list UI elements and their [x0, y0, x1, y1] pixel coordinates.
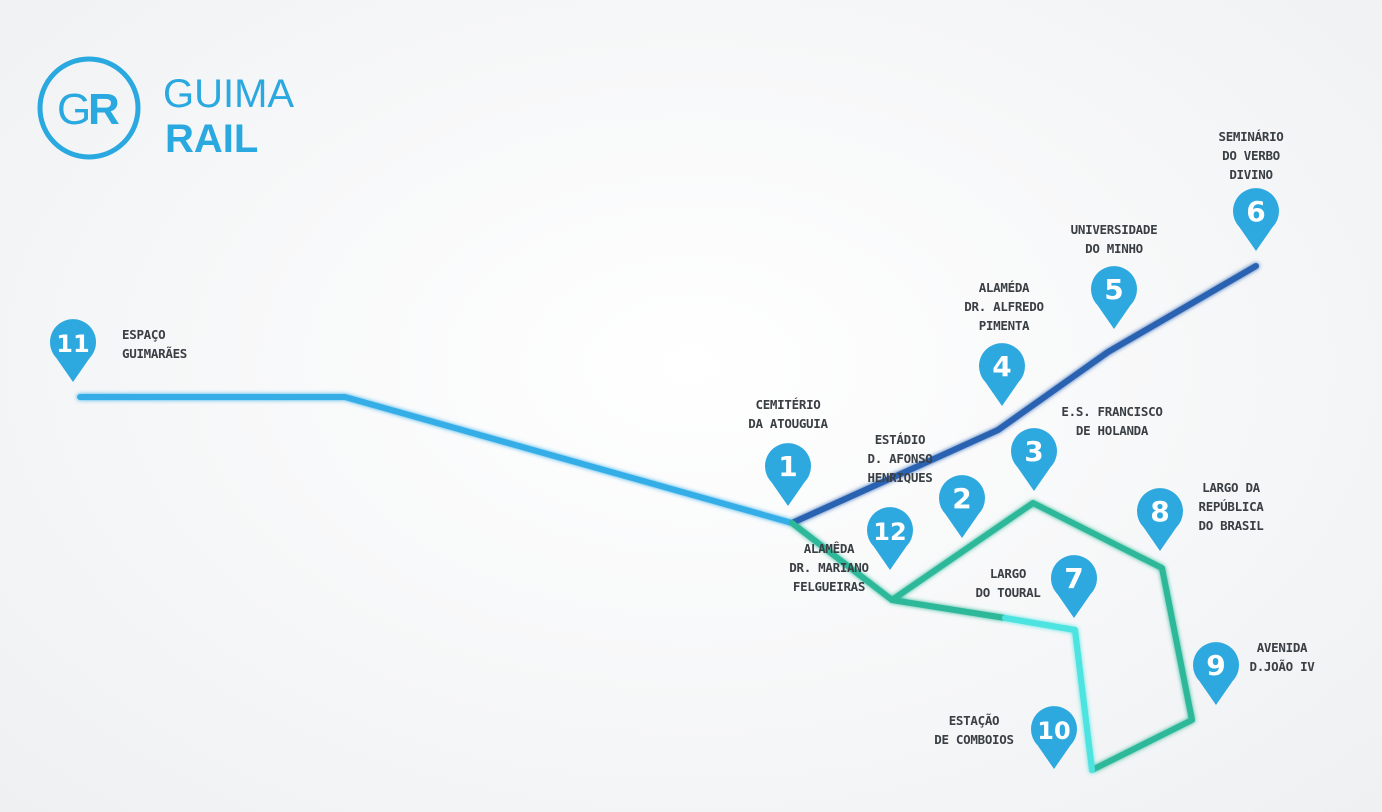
pin-marker-icon	[1233, 188, 1280, 251]
pin-marker-icon	[979, 343, 1025, 406]
station-number: 6	[1246, 195, 1265, 228]
station-label-11: ESPAÇO GUIMARÃES	[122, 327, 187, 361]
pin-marker-icon	[49, 319, 96, 382]
station-label-3: E.S. FRANCISCO DE HOLANDA	[1061, 404, 1162, 438]
station-label-line: ALAMÊDA	[804, 541, 855, 556]
station-labels: CEMITÉRIO DA ATOUGUIA ESTÁDIO D. AFONSO HENR…	[122, 129, 1316, 747]
routes	[77, 263, 1259, 773]
station-label-line: FELGUEIRAS	[793, 579, 865, 594]
station-label-line: CEMITÉRIO	[755, 397, 820, 412]
route-green-loop	[789, 500, 1195, 773]
station-label-7: LARGO DO TOURAL	[975, 566, 1041, 600]
station-label-line: DO MINHO	[1085, 241, 1143, 256]
logo-monogram-g: G	[57, 85, 91, 134]
station-label-line: HENRIQUES	[867, 470, 932, 485]
pin-marker-icon	[1193, 642, 1239, 705]
station-label-line: PIMENTA	[979, 318, 1030, 333]
station-label-1: CEMITÉRIO DA ATOUGUIA	[748, 397, 828, 431]
station-number: 10	[1037, 717, 1070, 745]
pin-marker-icon	[1137, 488, 1183, 551]
station-label-line: DIVINO	[1229, 167, 1272, 182]
pin-marker-icon	[765, 443, 812, 506]
station-label-8: LARGO DA REPÚBLICA DO BRASIL	[1198, 480, 1264, 533]
station-label-12: ALAMÊDA DR. MARIANO FELGUEIRAS	[789, 541, 868, 594]
station-number: 7	[1064, 562, 1083, 595]
station-label-line: DR. ALFREDO	[964, 299, 1043, 314]
pin-marker-icon	[1091, 266, 1137, 329]
pin-marker-icon	[1031, 706, 1077, 769]
pin-marker-icon	[1051, 555, 1097, 618]
station-label-4: ALAMÉDA DR. ALFREDO PIMENTA	[964, 280, 1043, 333]
pin-marker-icon	[867, 507, 914, 570]
station-label-10: ESTAÇÃO DE COMBOIOS	[934, 713, 1013, 747]
station-label-line: ESPAÇO	[122, 327, 165, 342]
logo-ring	[37, 56, 141, 160]
station-label-line: AVENIDA	[1257, 640, 1308, 655]
station-label-line: ESTÁDIO	[875, 432, 926, 447]
station-label-line: D.JOÃO IV	[1249, 659, 1315, 674]
station-number: 3	[1024, 435, 1043, 468]
logo-name-line2: RAIL	[165, 117, 258, 161]
station-pin-1[interactable]: 1	[765, 443, 812, 506]
station-number: 12	[873, 518, 906, 546]
station-number: 4	[992, 350, 1011, 383]
station-label-line: UNIVERSIDADE	[1071, 222, 1158, 237]
station-label-line: LARGO	[990, 566, 1026, 581]
station-label-line: DA ATOUGUIA	[748, 416, 828, 431]
station-pin-8[interactable]: 8	[1137, 488, 1183, 551]
station-label-line: DE HOLANDA	[1076, 423, 1149, 438]
station-label-line: E.S. FRANCISCO	[1061, 404, 1162, 419]
station-pin-10[interactable]: 10	[1031, 706, 1077, 769]
station-label-line: DR. MARIANO	[789, 560, 868, 575]
station-label-5: UNIVERSIDADE DO MINHO	[1071, 222, 1158, 256]
station-number: 11	[56, 330, 89, 358]
station-number: 9	[1206, 649, 1225, 682]
station-label-line: SEMINÁRIO	[1218, 129, 1283, 144]
station-label-line: LARGO DA	[1202, 480, 1261, 495]
station-label-line: REPÚBLICA	[1198, 499, 1264, 514]
station-number: 1	[778, 450, 797, 483]
brand-logo: G R GUIMA RAIL	[37, 56, 294, 161]
station-pin-11[interactable]: 11	[49, 319, 96, 382]
route-green-to-cyan	[889, 597, 1008, 621]
station-pin-4[interactable]: 4	[979, 343, 1025, 406]
station-pin-12[interactable]: 12	[867, 507, 914, 570]
station-label-line: DO TOURAL	[975, 585, 1041, 600]
station-pin-9[interactable]: 9	[1193, 642, 1239, 705]
station-pin-7[interactable]: 7	[1051, 555, 1097, 618]
station-label-line: GUIMARÃES	[122, 346, 187, 361]
logo-name-line1: GUIMA	[163, 72, 294, 116]
station-label-6: SEMINÁRIO DO VERBO DIVINO	[1218, 129, 1283, 182]
station-label-9: AVENIDA D.JOÃO IV	[1249, 640, 1315, 674]
station-label-line: DO VERBO	[1222, 148, 1280, 163]
station-label-line: DO BRASIL	[1198, 518, 1264, 533]
logo-monogram-r: R	[88, 85, 120, 134]
route-dark-blue	[789, 263, 1259, 526]
pin-marker-icon	[1011, 428, 1058, 491]
station-pin-6[interactable]: 6	[1233, 188, 1280, 251]
station-label-2: ESTÁDIO D. AFONSO HENRIQUES	[867, 432, 932, 485]
route-light-blue	[77, 394, 795, 526]
station-label-line: DE COMBOIOS	[934, 732, 1013, 747]
station-number: 8	[1150, 495, 1169, 528]
station-pin-5[interactable]: 5	[1091, 266, 1137, 329]
pin-marker-icon	[939, 475, 986, 538]
station-label-line: D. AFONSO	[867, 451, 932, 466]
station-number: 5	[1104, 273, 1123, 306]
station-number: 2	[952, 482, 971, 515]
station-pin-3[interactable]: 3	[1011, 428, 1058, 491]
station-label-line: ESTAÇÃO	[949, 713, 1000, 728]
station-pin-2[interactable]: 2	[939, 475, 986, 538]
station-label-line: ALAMÉDA	[979, 280, 1030, 295]
route-cyan	[1002, 615, 1095, 773]
